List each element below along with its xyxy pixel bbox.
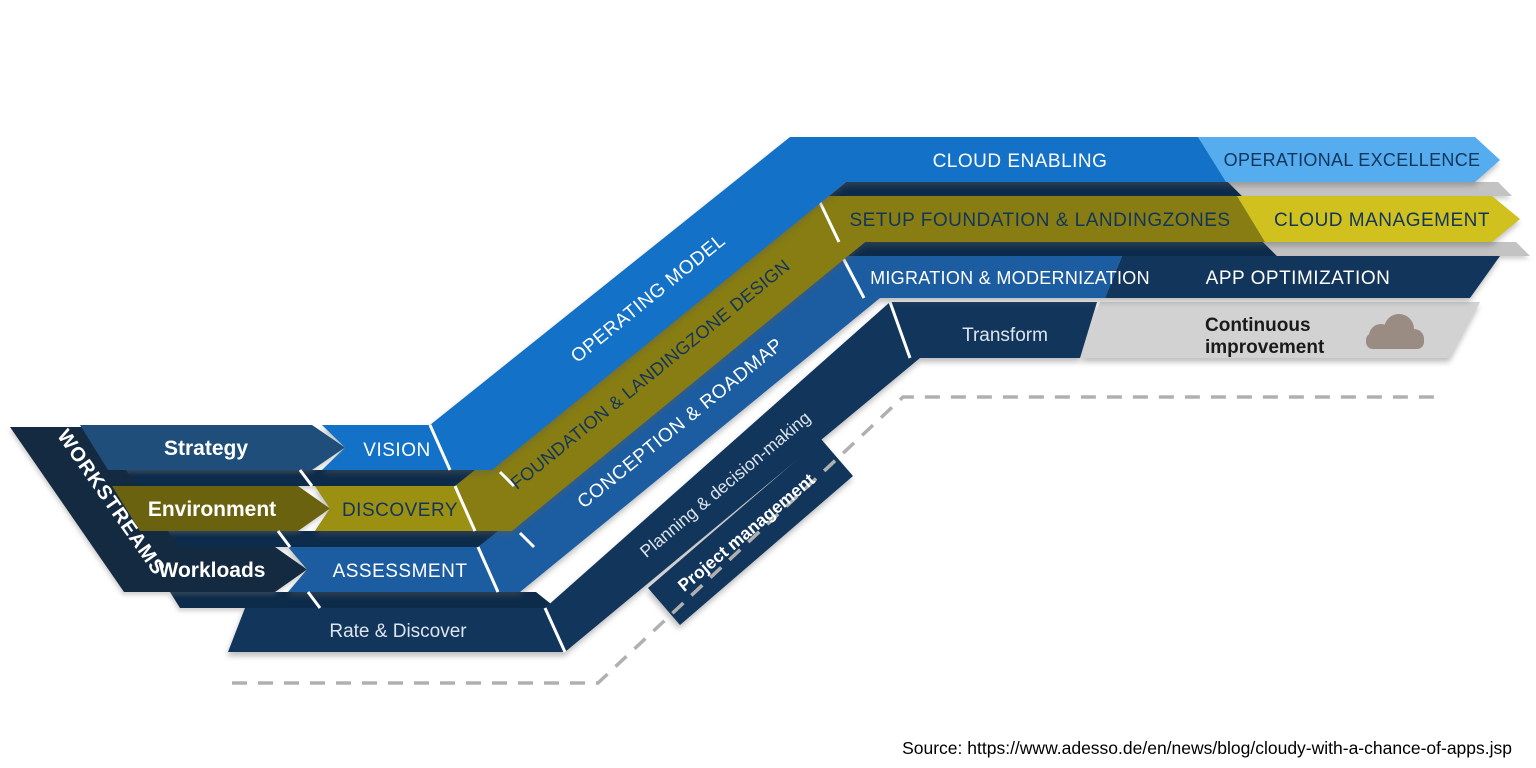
ribbon-foundation-body — [315, 196, 1265, 531]
label-cloud-enabling: CLOUD ENABLING — [933, 151, 1108, 172]
label-assessment: ASSESSMENT — [333, 561, 468, 582]
label-workloads: Workloads — [159, 559, 266, 582]
label-environment: Environment — [148, 498, 276, 521]
label-transform: Transform — [962, 325, 1048, 346]
label-continuous-line2: improvement — [1205, 337, 1325, 358]
underside-ribbon3 — [170, 592, 556, 608]
arrow-workloads — [142, 547, 307, 592]
label-cloud-management: CLOUD MANAGEMENT — [1274, 210, 1490, 231]
gap-slash-5 — [518, 531, 536, 549]
band-project-management — [648, 439, 853, 625]
gap-slash-1 — [298, 469, 314, 487]
label-migration-modernization: MIGRATION & MODERNIZATION — [870, 268, 1150, 288]
gap-slashes — [276, 469, 536, 609]
label-app-optimization: APP OPTIMIZATION — [1206, 268, 1391, 289]
gap-slash-4 — [498, 470, 516, 488]
band-app-optimization — [1105, 256, 1500, 298]
label-discovery: DISCOVERY — [342, 500, 458, 521]
fold-vision — [428, 424, 452, 471]
underside-gray-row1 — [1228, 182, 1512, 196]
label-rate-discover: Rate & Discover — [329, 621, 467, 642]
fold-rate-discover — [543, 607, 567, 653]
workstreams-block — [10, 425, 345, 592]
ribbon-operating-model — [322, 137, 1500, 471]
fold-migration — [840, 255, 866, 299]
dashed-guide-line — [232, 395, 1435, 685]
fold-setup — [815, 195, 841, 243]
fold-transform — [888, 301, 912, 359]
fold-assessment — [476, 546, 500, 593]
arrow-environment — [112, 486, 330, 531]
label-continuous-line1: Continuous — [1205, 315, 1311, 336]
gap-slash-2 — [276, 530, 292, 548]
band-operational-excellence — [1198, 137, 1500, 182]
ribbon-transform-body — [228, 302, 1097, 652]
source-text: Source: https://www.adesso.de/en/news/bl… — [902, 738, 1512, 758]
cloud-icon — [1366, 314, 1424, 349]
underside-gray-row2 — [1263, 242, 1530, 256]
band-cloud-management — [1237, 196, 1520, 242]
ribbon-operating-model-body — [322, 137, 1226, 470]
ribbon-foundation — [315, 195, 1520, 532]
ribbon-conception-body — [288, 256, 1122, 592]
label-operational-excellence: OPERATIONAL EXCELLENCE — [1224, 150, 1481, 170]
label-strategy: Strategy — [164, 437, 248, 460]
arrow-strategy — [80, 425, 345, 470]
gap-slash-3 — [306, 591, 322, 609]
label-setup-foundation: SETUP FOUNDATION & LANDINGZONES — [849, 210, 1230, 231]
band-discovery — [315, 486, 475, 531]
fold-discovery — [453, 485, 477, 532]
ribbon-conception — [288, 255, 1500, 593]
label-vision: VISION — [363, 440, 430, 461]
